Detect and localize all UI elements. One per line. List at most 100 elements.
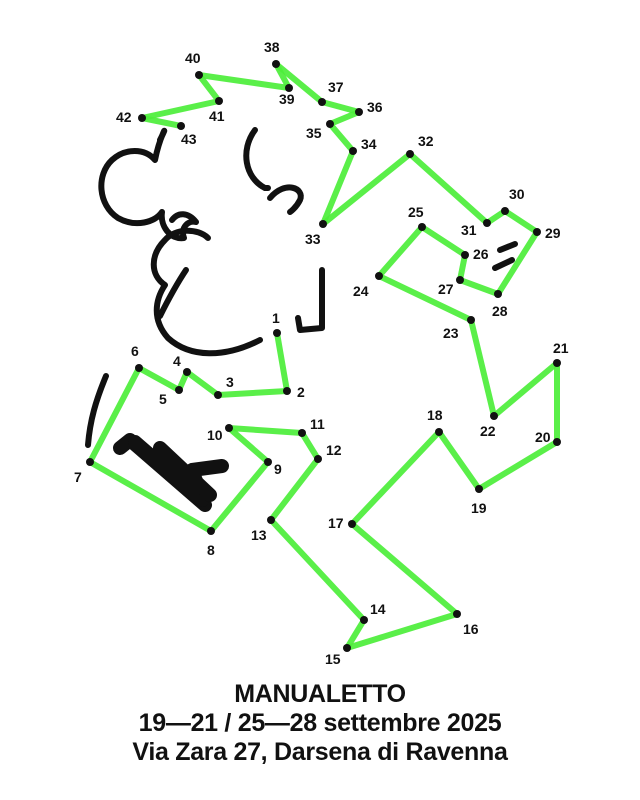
dot-24 bbox=[375, 272, 383, 280]
dot-number-11: 11 bbox=[310, 416, 325, 432]
path-segment-17-18 bbox=[349, 429, 442, 527]
path-segment-41-42 bbox=[139, 98, 222, 121]
dot-29 bbox=[533, 228, 541, 236]
dot-32 bbox=[406, 150, 414, 158]
dot-10 bbox=[225, 424, 233, 432]
dot-41 bbox=[215, 97, 223, 105]
dot-number-7: 7 bbox=[74, 469, 82, 485]
path-segment-24-25 bbox=[376, 224, 425, 279]
path-segment-40-41 bbox=[196, 72, 222, 104]
dot-38 bbox=[272, 60, 280, 68]
dot-31 bbox=[483, 219, 491, 227]
path-segment-8-9 bbox=[208, 459, 271, 534]
dot-14 bbox=[360, 616, 368, 624]
path-segment-18-19 bbox=[436, 429, 482, 492]
dot-number-20: 20 bbox=[535, 429, 551, 445]
dot-26 bbox=[461, 251, 469, 259]
dot-number-32: 32 bbox=[418, 133, 434, 149]
face-curve bbox=[150, 227, 263, 357]
nose-stroke bbox=[295, 267, 325, 333]
dot-3 bbox=[214, 391, 222, 399]
arm-stroke bbox=[85, 373, 109, 448]
dot-2 bbox=[283, 387, 291, 395]
dot-number-23: 23 bbox=[443, 325, 459, 341]
dot-markers: 1234567891011121314151617181920212223242… bbox=[74, 39, 569, 667]
dot-number-36: 36 bbox=[367, 99, 383, 115]
connect-path bbox=[87, 61, 560, 651]
dot-number-33: 33 bbox=[305, 231, 321, 247]
path-segment-22-23 bbox=[468, 317, 497, 419]
path-segment-31-32 bbox=[407, 151, 490, 226]
dot-16 bbox=[453, 610, 461, 618]
dot-35 bbox=[326, 120, 334, 128]
event-venue: Via Zara 27, Darsena di Ravenna bbox=[132, 738, 508, 766]
dot-1 bbox=[273, 329, 281, 337]
dot-number-12: 12 bbox=[326, 442, 342, 458]
m-letter-mark bbox=[113, 433, 229, 512]
dot-43 bbox=[177, 122, 185, 130]
connect-the-dots-artwork: 1234567891011121314151617181920212223242… bbox=[74, 39, 569, 667]
dot-34 bbox=[349, 147, 357, 155]
path-segment-13-14 bbox=[268, 517, 367, 623]
path-segment-27-28 bbox=[457, 277, 501, 297]
path-segment-28-29 bbox=[495, 229, 540, 297]
dot-number-22: 22 bbox=[480, 423, 496, 439]
path-segment-19-20 bbox=[476, 439, 560, 492]
path-segment-34-35 bbox=[327, 121, 356, 154]
path-segment-7-8 bbox=[87, 459, 214, 534]
dot-4 bbox=[183, 368, 191, 376]
dot-number-39: 39 bbox=[279, 91, 295, 107]
path-segment-3-4 bbox=[184, 369, 221, 398]
mouth-stroke-1 bbox=[492, 257, 515, 271]
dot-number-17: 17 bbox=[328, 515, 344, 531]
path-segment-26-27 bbox=[457, 252, 468, 283]
dot-33 bbox=[319, 220, 327, 228]
path-segment-11-12 bbox=[299, 430, 321, 462]
left-ear-stroke bbox=[157, 267, 189, 319]
dot-number-21: 21 bbox=[553, 340, 569, 356]
dot-42 bbox=[138, 114, 146, 122]
dot-number-38: 38 bbox=[264, 39, 280, 55]
path-segment-15-16 bbox=[344, 611, 460, 651]
dot-9 bbox=[264, 458, 272, 466]
dot-21 bbox=[553, 359, 561, 367]
event-dates: 19—21 / 25—28 settembre 2025 bbox=[138, 709, 502, 737]
path-segment-37-38 bbox=[273, 61, 325, 105]
dot-number-42: 42 bbox=[116, 109, 132, 125]
dot-number-5: 5 bbox=[159, 391, 167, 407]
cloud-hair-shape bbox=[98, 127, 199, 242]
path-segment-2-3 bbox=[215, 388, 290, 398]
path-segment-38-39 bbox=[273, 61, 292, 91]
path-segment-32-33 bbox=[320, 151, 413, 227]
dot-28 bbox=[494, 290, 502, 298]
dot-number-9: 9 bbox=[274, 461, 282, 477]
path-segment-1-2 bbox=[274, 330, 290, 394]
dot-36 bbox=[355, 108, 363, 116]
dot-number-16: 16 bbox=[463, 621, 479, 637]
dot-39 bbox=[285, 84, 293, 92]
path-segment-35-36 bbox=[327, 109, 362, 127]
path-segment-6-7 bbox=[87, 365, 142, 465]
ink-drawing bbox=[85, 127, 518, 448]
event-title: MANUALETTO bbox=[234, 680, 406, 708]
dot-number-27: 27 bbox=[438, 281, 454, 297]
dot-23 bbox=[467, 316, 475, 324]
path-segment-23-24 bbox=[376, 273, 474, 323]
dot-8 bbox=[207, 527, 215, 535]
event-caption: MANUALETTO 19—21 / 25—28 settembre 2025 … bbox=[0, 680, 640, 767]
path-segment-33-34 bbox=[320, 148, 356, 227]
dot-25 bbox=[418, 223, 426, 231]
dot-number-30: 30 bbox=[509, 186, 525, 202]
dot-number-10: 10 bbox=[207, 427, 223, 443]
path-segment-10-11 bbox=[226, 425, 305, 436]
dot-6 bbox=[135, 364, 143, 372]
dot-number-8: 8 bbox=[207, 542, 215, 558]
path-segment-25-26 bbox=[419, 224, 468, 258]
dot-17 bbox=[348, 520, 356, 528]
dot-5 bbox=[175, 386, 183, 394]
dot-number-15: 15 bbox=[325, 651, 341, 667]
dot-40 bbox=[195, 71, 203, 79]
path-segment-21-22 bbox=[491, 360, 560, 419]
dot-number-29: 29 bbox=[545, 225, 561, 241]
